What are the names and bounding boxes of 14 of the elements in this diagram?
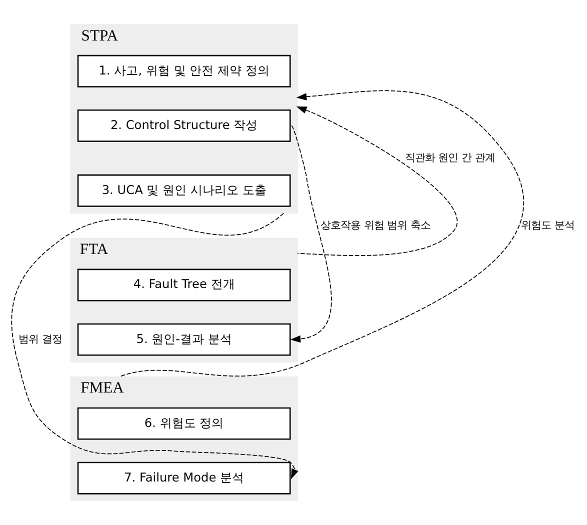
arrow <box>290 125 332 343</box>
node-box: 5. 원인-결과 분석 <box>77 323 291 356</box>
edge-label: 상호작용 위험 범위 축소 <box>320 219 430 232</box>
edge-label: 직관화 원인 간 관계 <box>404 152 495 164</box>
arrow <box>11 212 298 480</box>
node-box: 1. 사고, 위험 및 안전 제약 정의 <box>77 54 291 88</box>
node-box: 7. Failure Mode 분석 <box>77 462 291 494</box>
node-box: 2. Control Structure 작성 <box>77 109 291 142</box>
edge-label: 위험도 분석 <box>521 219 574 232</box>
node-box: 3. UCA 및 원인 시나리오 도출 <box>77 174 291 207</box>
node-box: 4. Fault Tree 전개 <box>77 268 291 302</box>
node-box: 6. 위험도 정의 <box>77 407 291 440</box>
arrow <box>296 106 458 256</box>
edge-label: 범위 결정 <box>18 333 62 346</box>
